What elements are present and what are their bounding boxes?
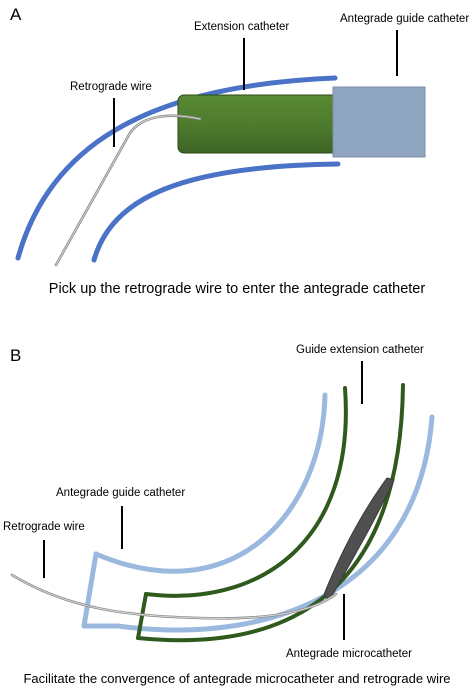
- panel-a: A Extension catheter Antegrade guide cat…: [10, 5, 469, 297]
- guide-catheter-tip: [81, 551, 99, 629]
- guide-extension-catheter-tip: [136, 592, 148, 640]
- label-antegrade-guide-catheter-a: Antegrade guide catheter: [340, 13, 469, 25]
- panel-b: B Guide extension catheter Antegrade gui…: [3, 344, 451, 686]
- antegrade-guide-catheter-box: [332, 86, 426, 158]
- extension-catheter: [177, 94, 347, 154]
- panel-b-letter: B: [10, 346, 21, 365]
- label-extension-catheter: Extension catheter: [194, 21, 289, 33]
- retrograde-wire-a-highlight: [55, 115, 201, 266]
- vessel-inner-wall: [91, 161, 341, 263]
- label-retrograde-wire-b: Retrograde wire: [3, 521, 85, 533]
- caption-b: Facilitate the convergence of antegrade …: [23, 671, 450, 686]
- panel-a-letter: A: [10, 5, 22, 24]
- guide-extension-catheter-outer: [136, 383, 405, 643]
- label-guide-extension-catheter: Guide extension catheter: [296, 344, 424, 356]
- label-retrograde-wire-a: Retrograde wire: [70, 81, 152, 93]
- retrograde-wire-b-highlight: [11, 574, 337, 619]
- caption-a: Pick up the retrograde wire to enter the…: [49, 281, 426, 297]
- label-antegrade-guide-catheter-b: Antegrade guide catheter: [56, 487, 185, 499]
- guide-catheter-inner-wall: [93, 392, 328, 574]
- guide-extension-catheter-inner: [144, 386, 348, 598]
- label-antegrade-microcatheter: Antegrade microcatheter: [286, 648, 412, 660]
- antegrade-microcatheter: [323, 477, 395, 599]
- guide-catheter-outer-wall: [81, 414, 435, 633]
